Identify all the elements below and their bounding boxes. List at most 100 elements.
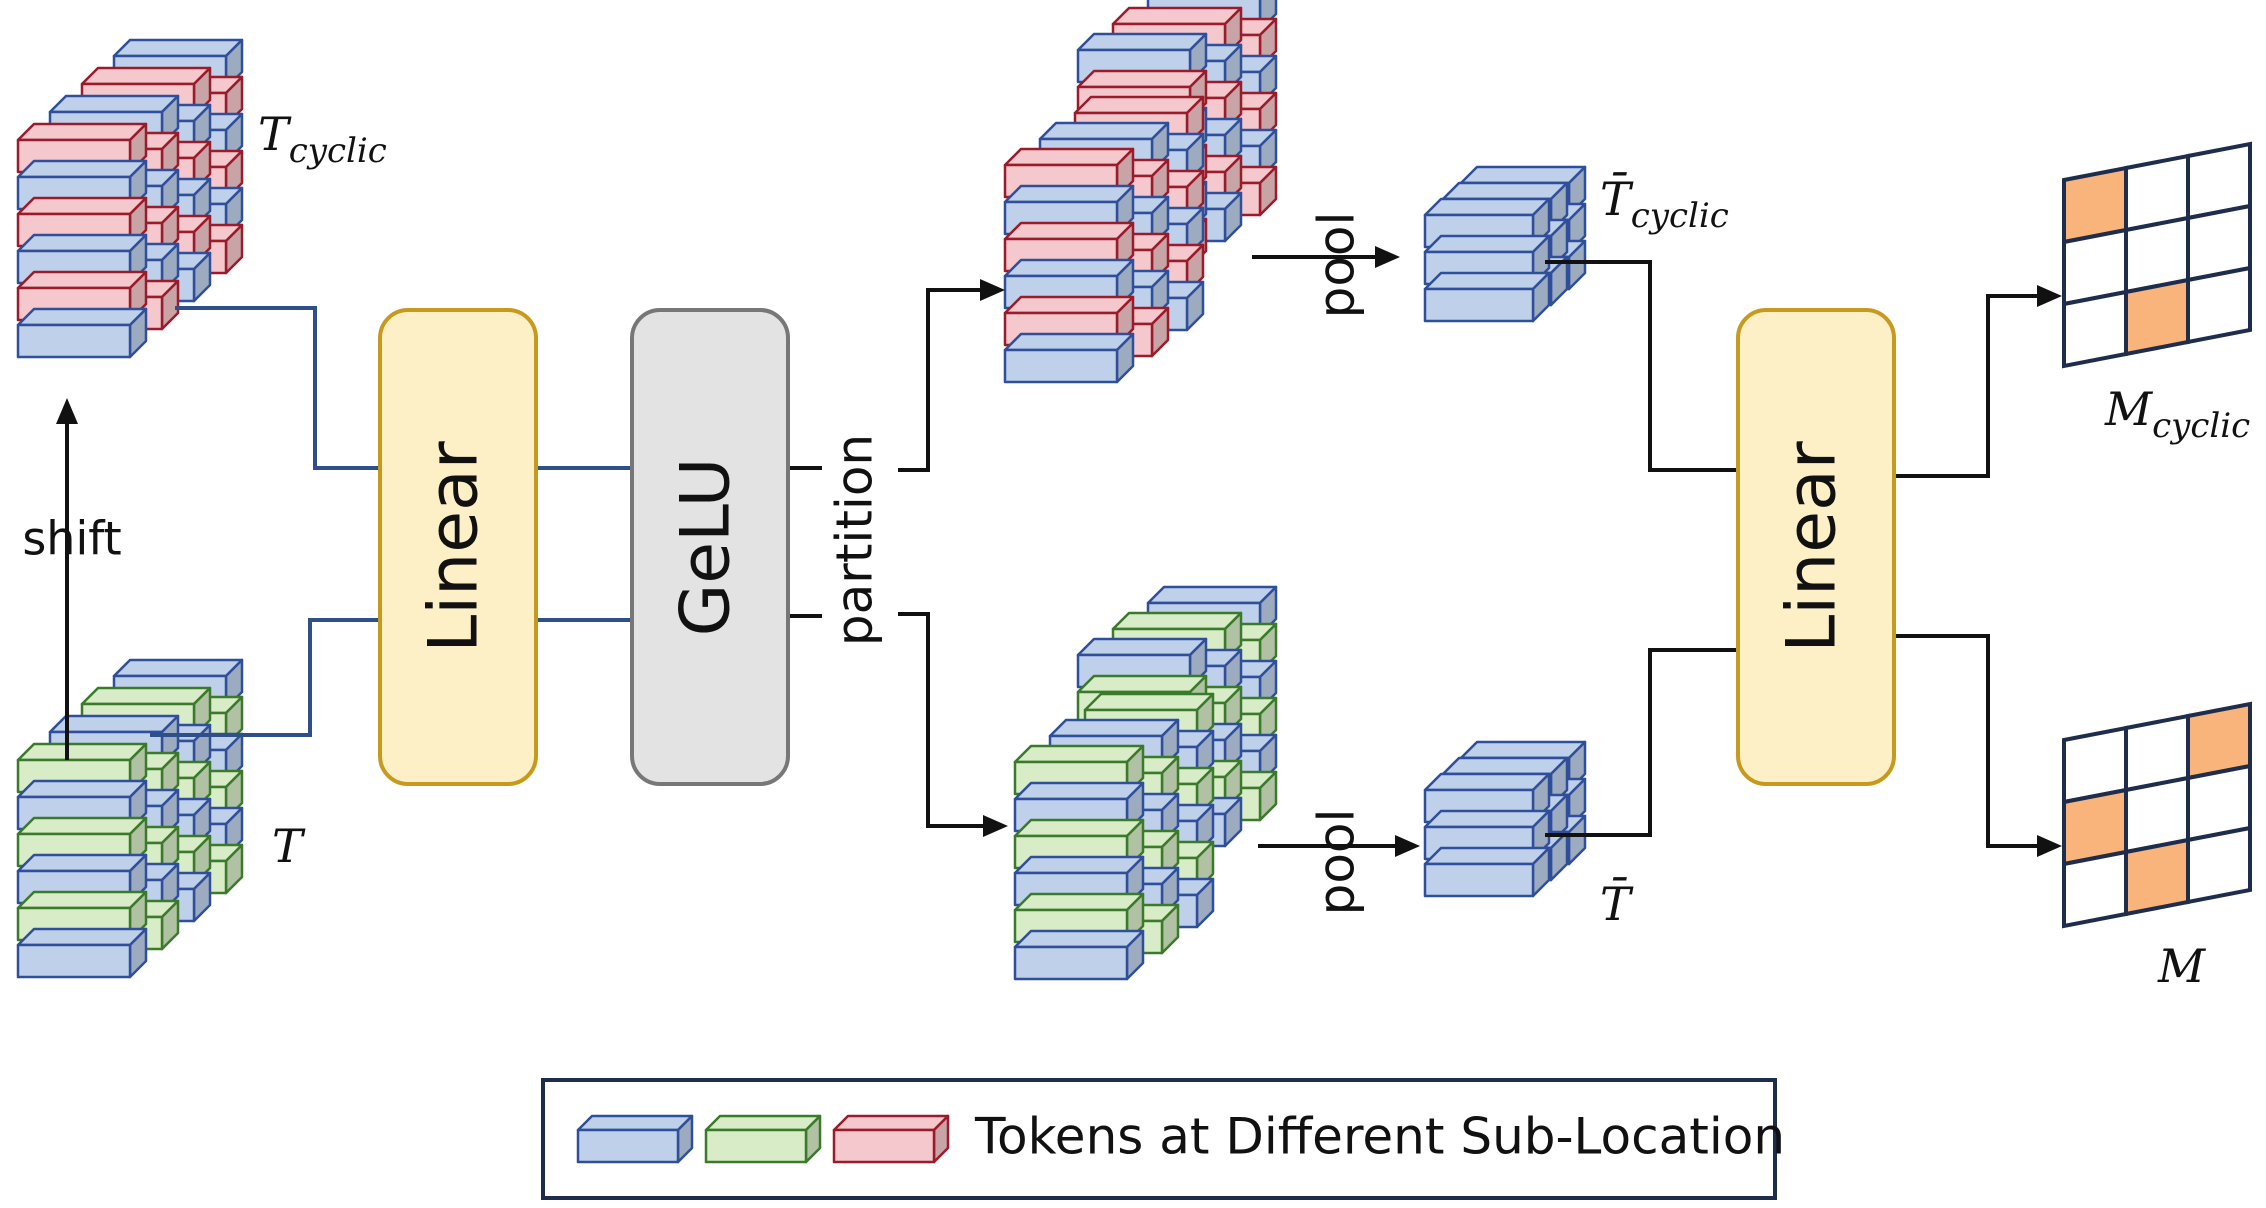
arrowhead-mcyclic bbox=[2037, 285, 2062, 307]
token-front-face bbox=[1423, 862, 1535, 898]
token-top-face bbox=[1441, 181, 1569, 201]
token-top-face bbox=[1459, 740, 1587, 760]
token-top-face bbox=[1076, 674, 1208, 694]
token-top-face bbox=[1423, 271, 1551, 291]
token-top-face bbox=[832, 1114, 950, 1132]
token-top-face bbox=[1423, 234, 1551, 254]
token-top-face bbox=[1013, 892, 1145, 912]
token-front-face bbox=[576, 1128, 680, 1164]
token-block bbox=[1423, 271, 1551, 323]
legend-token-green bbox=[704, 1114, 822, 1164]
token-top-face bbox=[16, 270, 148, 290]
token-top-face bbox=[1083, 692, 1215, 712]
token-top-face bbox=[1146, 585, 1278, 605]
token-block bbox=[16, 927, 148, 979]
token-top-face bbox=[16, 890, 148, 910]
gelu-block-label: GeLU bbox=[667, 458, 746, 637]
matrix-cell-highlight bbox=[2124, 837, 2190, 917]
matrix-cell-highlight bbox=[2124, 277, 2190, 357]
token-top-face bbox=[48, 94, 180, 114]
linear-block-right-label: Linear bbox=[1773, 441, 1852, 652]
partition-label: partition bbox=[826, 434, 884, 646]
token-top-face bbox=[1003, 147, 1135, 167]
token-top-face bbox=[16, 927, 148, 947]
token-top-face bbox=[704, 1114, 822, 1132]
matrix-cell bbox=[2186, 265, 2252, 345]
token-top-face bbox=[16, 233, 148, 253]
token-top-face bbox=[48, 714, 180, 734]
matrix-cell bbox=[2062, 849, 2128, 929]
connectors bbox=[65, 255, 2040, 848]
token-top-face bbox=[80, 686, 212, 706]
t-cyclic-sub: cyclic bbox=[289, 131, 387, 171]
legend-token-blue bbox=[576, 1114, 694, 1164]
token-top-face bbox=[1003, 221, 1135, 241]
token-top-face bbox=[80, 66, 212, 86]
token-top-face bbox=[1038, 121, 1170, 141]
token-top-face bbox=[16, 816, 148, 836]
token-stack-partition bbox=[1013, 585, 1278, 981]
m-cyclic-sub: cyclic bbox=[2152, 406, 2250, 446]
linear-block-right: Linear bbox=[1736, 308, 1896, 786]
matrix-m-cyclic bbox=[2062, 141, 2252, 369]
shift-label: shift bbox=[22, 512, 121, 566]
connector-tbar-linear bbox=[1545, 648, 1738, 837]
gelu-block-box bbox=[630, 308, 790, 786]
m-cyclic-main: M bbox=[2104, 382, 2154, 436]
token-block bbox=[16, 307, 148, 359]
arrowhead-partition-top bbox=[980, 279, 1005, 301]
token-front-face bbox=[832, 1128, 936, 1164]
tbar-label: T̄ bbox=[1600, 876, 1634, 931]
legend-text: Tokens at Different Sub-Location bbox=[974, 1108, 1785, 1166]
linear-block-right-box bbox=[1736, 308, 1896, 786]
token-top-face bbox=[1073, 95, 1205, 115]
token-stack-t bbox=[16, 658, 244, 979]
token-top-face bbox=[1003, 332, 1135, 352]
arrow-linear-m bbox=[1894, 634, 2040, 848]
tbar-cyclic-main: T̄ bbox=[1600, 171, 1634, 226]
token-top-face bbox=[1003, 184, 1135, 204]
token-top-face bbox=[576, 1114, 694, 1132]
matrix-cell bbox=[2062, 289, 2128, 369]
token-front-face bbox=[1423, 287, 1535, 323]
token-top-face bbox=[112, 38, 244, 58]
token-top-face bbox=[1013, 781, 1145, 801]
token-top-face bbox=[1076, 637, 1208, 657]
token-stack-t-cyclic bbox=[16, 38, 244, 359]
token-top-face bbox=[1076, 32, 1208, 52]
token-block bbox=[1013, 929, 1145, 981]
arrowheads bbox=[56, 246, 2062, 857]
token-block bbox=[704, 1114, 822, 1164]
linear-block-left-box bbox=[378, 308, 538, 786]
t-label: T bbox=[272, 819, 306, 873]
matrix-cell bbox=[2186, 825, 2252, 905]
matrix-m bbox=[2062, 701, 2252, 929]
token-top-face bbox=[1423, 772, 1551, 792]
m-label: M bbox=[2157, 939, 2207, 993]
connector-t-linear bbox=[150, 618, 380, 737]
token-top-face bbox=[1048, 718, 1180, 738]
arrow-partition-bottom bbox=[898, 612, 990, 828]
token-top-face bbox=[112, 658, 244, 678]
token-top-face bbox=[16, 853, 148, 873]
token-block bbox=[832, 1114, 950, 1164]
connector-tbar-cyclic-linear bbox=[1545, 260, 1738, 472]
pool-label-top: pool bbox=[1308, 212, 1366, 319]
token-top-face bbox=[1013, 929, 1145, 949]
pool-label-bottom: pool bbox=[1308, 809, 1366, 916]
arrowhead-m bbox=[2037, 835, 2062, 857]
token-top-face bbox=[1013, 744, 1145, 764]
token-top-face bbox=[1111, 611, 1243, 631]
token-top-face bbox=[16, 742, 148, 762]
token-top-face bbox=[16, 307, 148, 327]
t-cyclic-label: Tcyclic bbox=[258, 107, 387, 171]
token-top-face bbox=[1111, 6, 1243, 26]
arrow-partition-top bbox=[898, 288, 985, 472]
legend-token-red bbox=[832, 1114, 950, 1164]
token-top-face bbox=[1076, 69, 1208, 89]
token-top-face bbox=[1441, 756, 1569, 776]
token-stack-pooled-cyclic bbox=[1423, 165, 1587, 323]
token-top-face bbox=[16, 159, 148, 179]
token-top-face bbox=[16, 779, 148, 799]
token-top-face bbox=[1003, 258, 1135, 278]
